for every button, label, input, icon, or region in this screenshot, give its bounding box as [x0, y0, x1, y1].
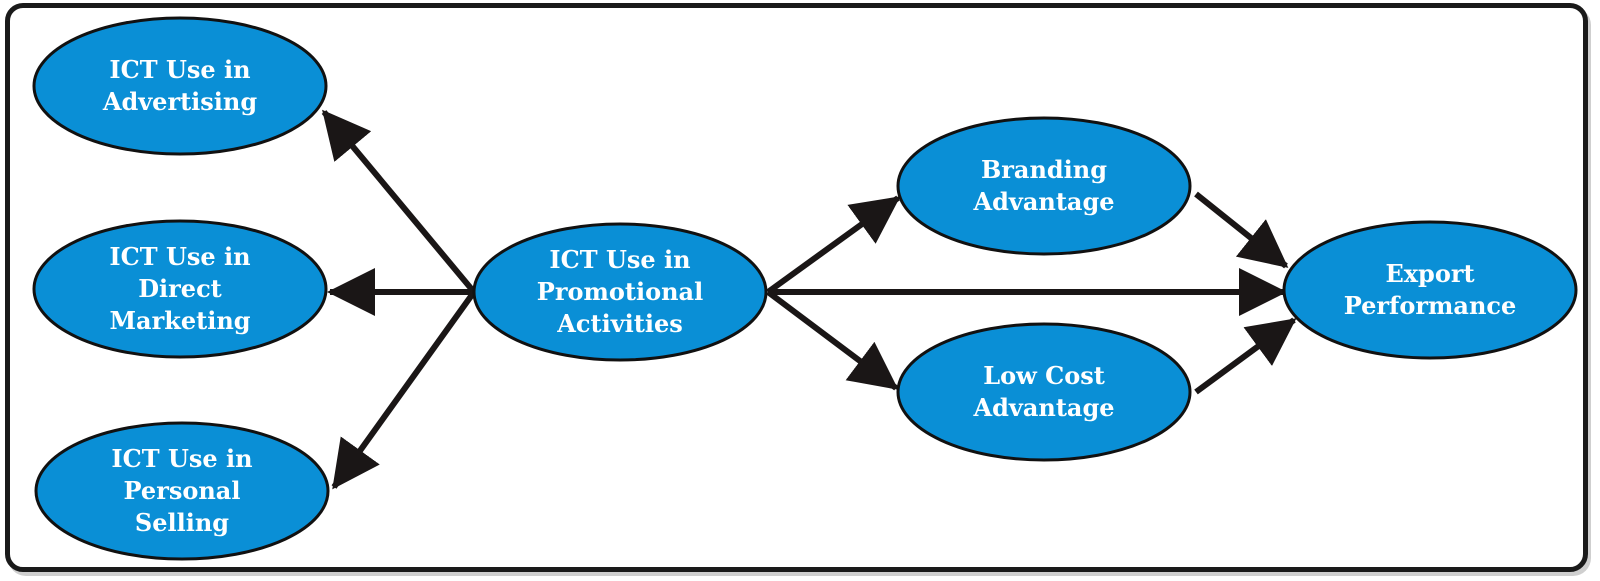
node-personal-ellipse [34, 421, 330, 561]
node-personal-label-line: ICT Use in [111, 444, 252, 473]
node-lowcost-label-line: Low Cost [983, 361, 1105, 390]
edges-layer [321, 109, 1297, 490]
arrow-promotional-to-personal [331, 290, 477, 490]
node-export-label-line: Export [1385, 259, 1474, 288]
node-personal-label-line: Selling [135, 508, 229, 537]
node-promotional-ellipse [472, 222, 768, 362]
node-branding-label-line: Branding [981, 155, 1107, 184]
node-export-ellipse [1282, 220, 1578, 360]
diagram-frame [5, 3, 1588, 572]
node-advertising-label-line: ICT Use in [109, 55, 250, 84]
arrow-branding-to-export [1194, 191, 1289, 269]
node-lowcost-ellipse [896, 322, 1192, 462]
arrow-promotional-to-branding [766, 195, 901, 295]
node-direct-label-line: Direct [138, 274, 222, 303]
node-promotional-label-line: ICT Use in [549, 245, 690, 274]
node-export-label-line: Performance [1344, 291, 1517, 320]
node-personal-label-line: Personal [124, 476, 241, 505]
arrow-promotional-to-lowcost [766, 289, 899, 391]
arrow-lowcost-to-export [1194, 317, 1297, 395]
node-branding-label-line: Advantage [972, 187, 1114, 216]
node-promotional-label-line: Activities [556, 309, 682, 338]
arrow-promotional-to-advertising [321, 109, 477, 294]
node-advertising-label-line: Advertising [102, 87, 258, 116]
node-advertising-ellipse [32, 16, 328, 156]
node-direct-label-line: ICT Use in [109, 242, 250, 271]
node-branding-ellipse [896, 116, 1192, 256]
node-direct-label-line: Marketing [109, 306, 250, 335]
node-advertising: ICT Use in Advertising [32, 16, 328, 156]
node-lowcost-label-line: Advantage [972, 393, 1114, 422]
node-direct-ellipse [32, 219, 328, 359]
node-promotional-label-line: Promotional [537, 277, 703, 306]
